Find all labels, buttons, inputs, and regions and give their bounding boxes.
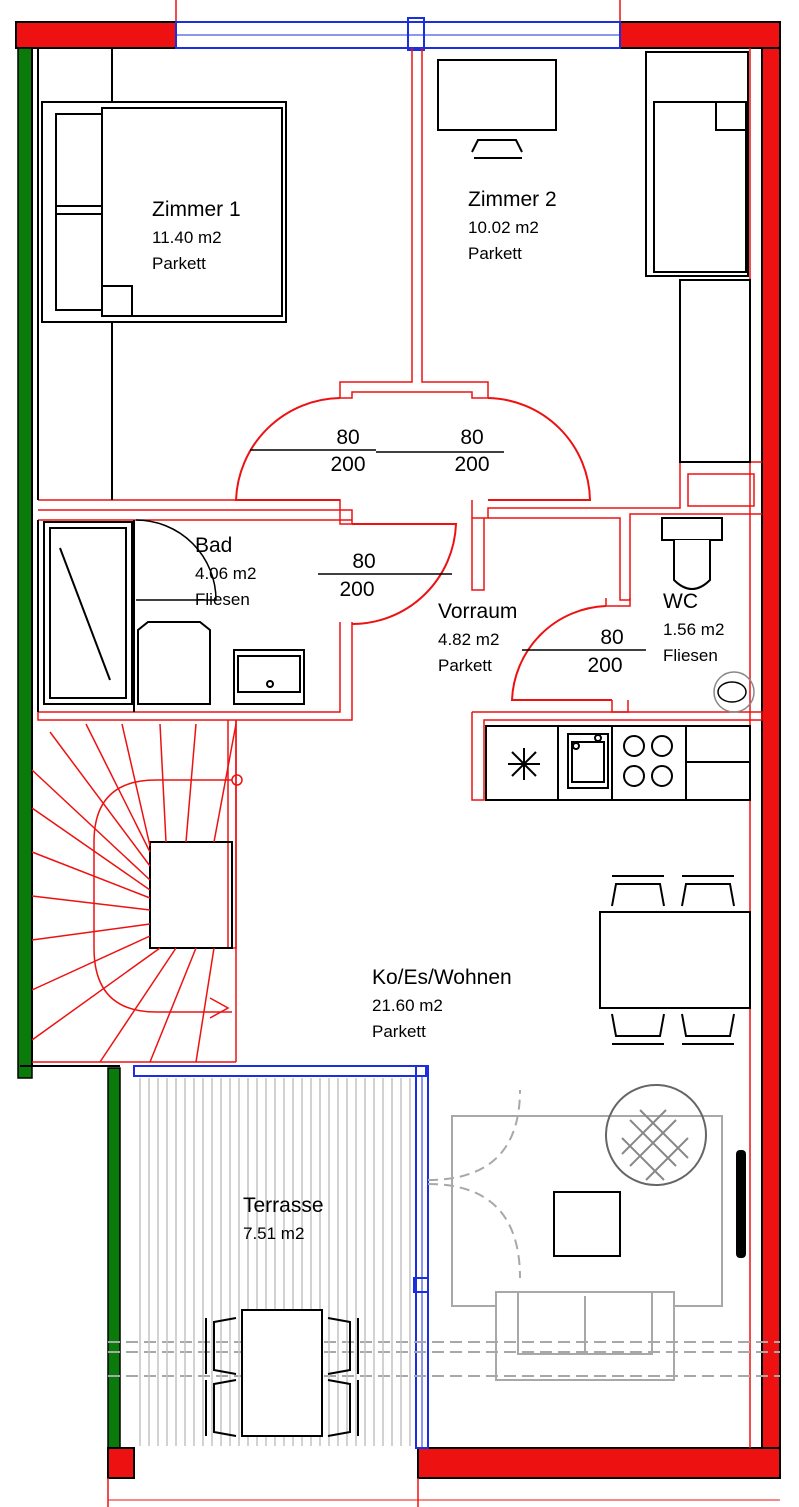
door-arc-wc [510,605,612,701]
room-name-zimmer1: Zimmer 1 [152,198,241,221]
washing-machine [137,621,211,705]
door-width-bad: 80 [352,550,376,573]
toilet [661,517,723,590]
washbasin-bad [233,649,305,705]
wc-sink [713,671,755,713]
door-height-bad: 200 [339,578,375,601]
dining-table [599,875,751,1045]
bed-zimmer2 [645,51,751,463]
room-area-wc: 1.56 m2 [663,620,725,639]
door-height-zimmer2: 200 [454,453,490,476]
door-arc-zimmer2 [487,397,592,501]
room-name-wohnen: Ko/Es/Wohnen [372,966,512,989]
terrace-deck [139,1078,411,1446]
wall-top-right [619,21,781,49]
door-swings [234,397,612,701]
room-area-zimmer2: 10.02 m2 [468,218,539,237]
bath-door-arc [135,519,217,601]
coffee-table [553,1191,621,1257]
room-name-terrasse: Terrasse [243,1194,324,1217]
bed-zimmer1 [41,101,287,323]
wall-left-green [17,47,33,1079]
door-width-zimmer1: 80 [336,426,360,449]
window-terrace-top [133,1065,427,1077]
room-area-terrasse: 7.51 m2 [243,1224,305,1243]
bathtub [43,521,133,705]
room-floor-zimmer1: Parkett [152,254,206,273]
room-floor-zimmer2: Parkett [468,244,522,263]
room-floor-vorraum: Parkett [438,656,492,675]
wall-bottom-left [107,1447,135,1479]
wall-bottom-right [417,1447,781,1479]
lamp-hatch [621,1109,689,1181]
wall-left-lower-green [107,1067,121,1449]
room-area-zimmer1: 11.40 m2 [152,228,222,247]
room-floor-bad: Fliesen [195,590,250,609]
wall-top-left [15,21,177,49]
door-arc-bad [351,523,458,625]
windows [133,17,621,1449]
room-name-wc: WC [663,590,698,613]
staircase [31,720,243,1063]
extractor-icon [508,748,540,780]
room-name-zimmer2: Zimmer 2 [468,188,557,211]
door-height-wc: 200 [587,654,623,677]
room-floor-wohnen: Parkett [372,1022,426,1041]
living-furniture [108,1084,780,1381]
door-height-zimmer1: 200 [330,453,366,476]
room-name-bad: Bad [195,534,233,557]
room-area-wohnen: 21.60 m2 [372,996,443,1015]
kitchen-counter [485,725,751,801]
room-area-vorraum: 4.82 m2 [438,630,500,649]
desk-zimmer2 [437,59,557,159]
tv-unit [736,1150,746,1258]
wall-right [761,47,781,1479]
room-area-bad: 4.06 m2 [195,564,257,583]
door-width-zimmer2: 80 [460,426,484,449]
room-name-vorraum: Vorraum [438,600,518,623]
terrace-furniture [205,1309,359,1437]
door-width-wc: 80 [600,626,624,649]
room-floor-wc: Fliesen [663,646,718,665]
door-arc-zimmer1 [234,397,341,501]
